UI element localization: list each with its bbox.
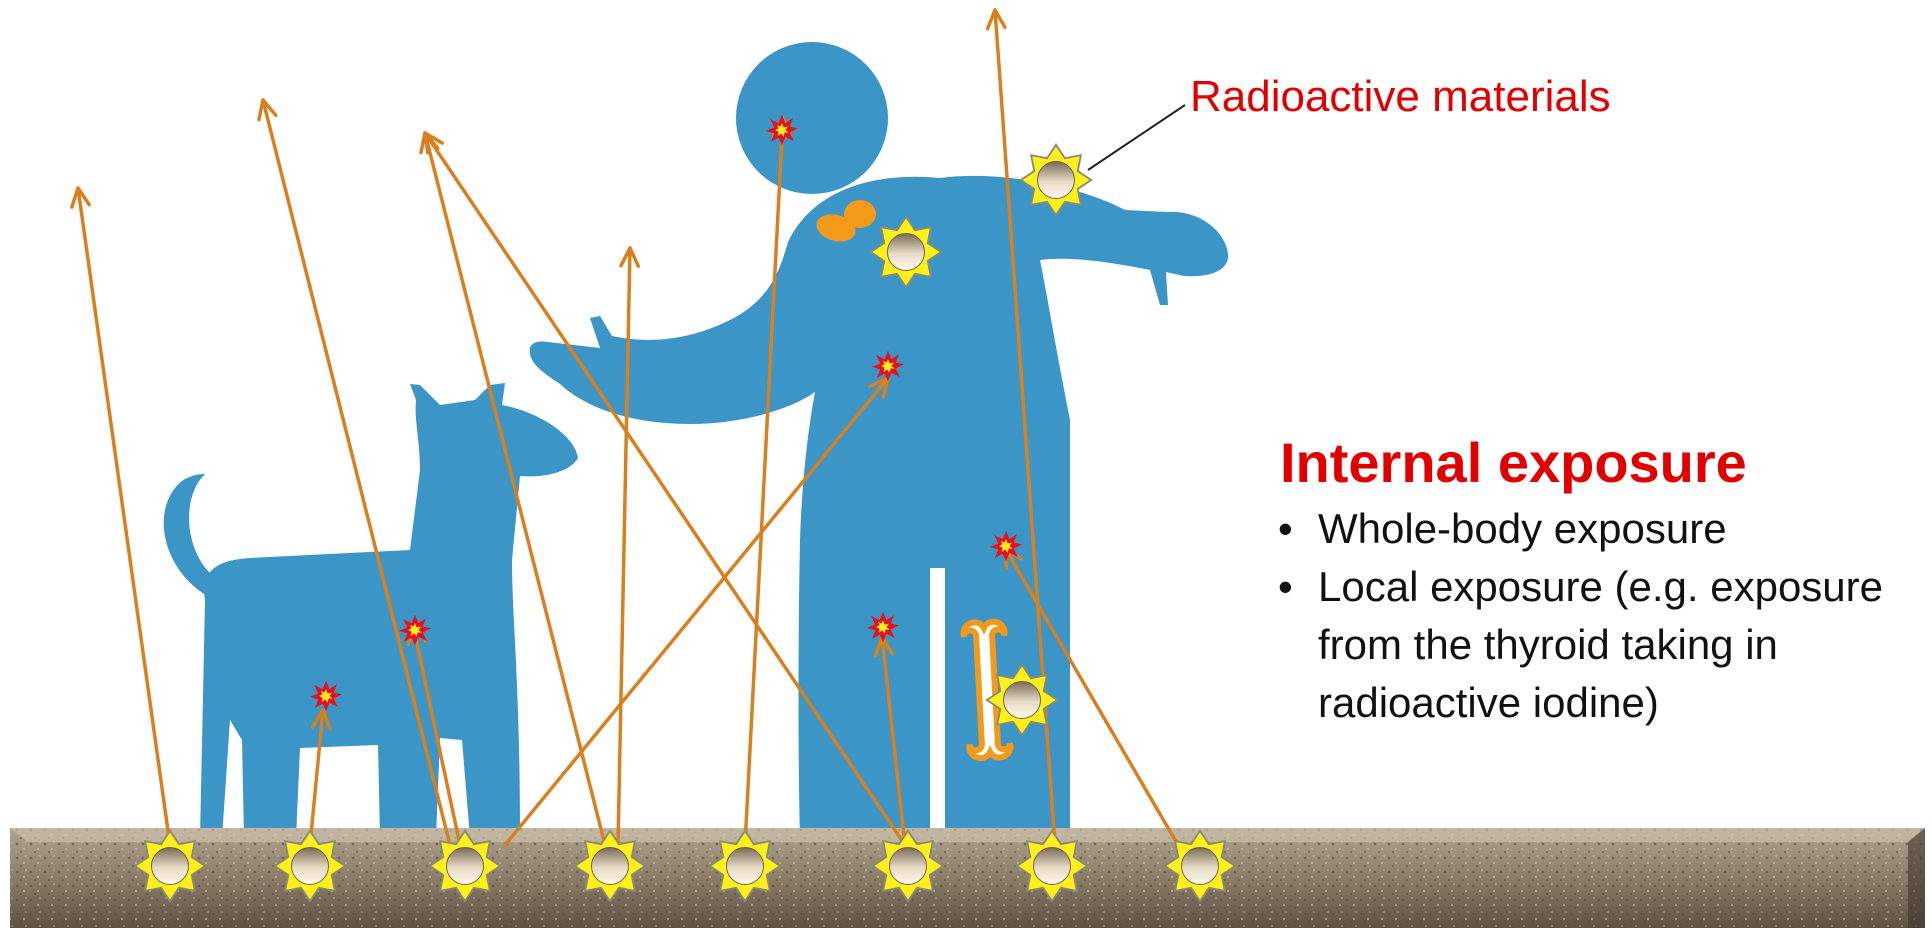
- bullet-local-exposure: Local exposure (e.g. exposure from the t…: [1278, 558, 1918, 732]
- person-silhouette: [529, 42, 1229, 839]
- radioactive-source-icon: [708, 829, 782, 903]
- radiation-ray-arrow: [743, 116, 793, 847]
- bullet-whole-body: Whole-body exposure: [1278, 500, 1918, 558]
- radioactive-source-icon: [985, 663, 1059, 737]
- radioactive-source-icon: [1019, 143, 1093, 217]
- radiation-ray-arrow: [308, 708, 332, 847]
- exposure-bullet-list: Whole-body exposure Local exposure (e.g.…: [1278, 500, 1918, 732]
- dog-silhouette: [163, 383, 578, 838]
- bone-icon: [960, 618, 1014, 762]
- radiation-ray-arrow: [70, 186, 172, 847]
- radioactive-materials-label: Radioactive materials: [1190, 72, 1611, 121]
- radioactive-source-icon: [133, 829, 207, 903]
- radioactive-source-icon: [573, 829, 647, 903]
- thyroid-icon: [816, 200, 876, 242]
- radioactive-source-icon: [1015, 829, 1089, 903]
- radiation-ray-arrow: [257, 98, 452, 847]
- radioactive-source-icon: [428, 829, 502, 903]
- radioactive-source-icon: [273, 829, 347, 903]
- radiation-ray-arrow: [616, 246, 641, 847]
- internal-exposure-heading: Internal exposure: [1280, 431, 1747, 494]
- radioactive-source-icon: [871, 829, 945, 903]
- radiation-ray-arrow: [423, 131, 907, 847]
- radioactive-source-icon: [1163, 829, 1237, 903]
- callout-leader: [1087, 104, 1186, 171]
- radioactive-source-icon: [869, 215, 943, 289]
